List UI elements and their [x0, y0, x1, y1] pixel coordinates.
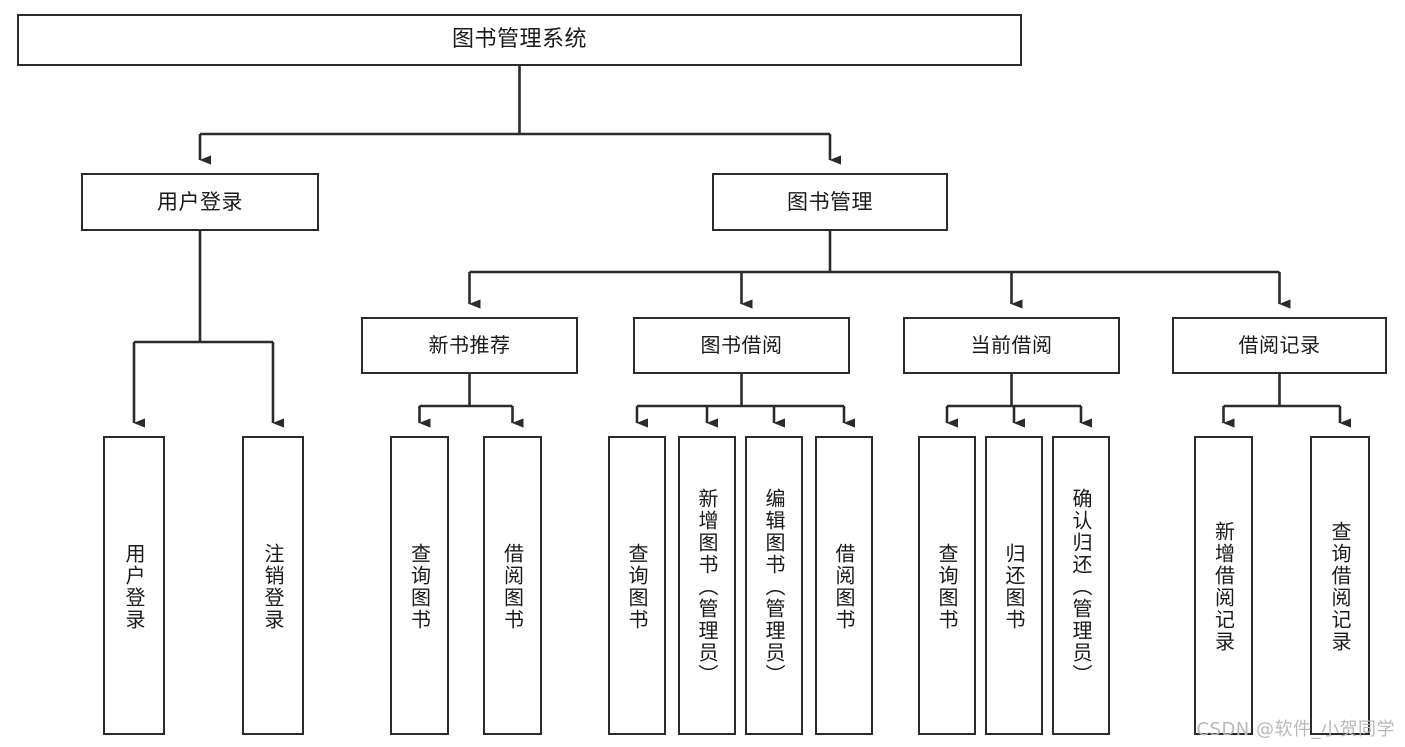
- node-book-manage[interactable]: 图书管理: [712, 173, 948, 231]
- node-leaf-edit-book-label: 编辑图书（管理员）: [762, 487, 786, 686]
- node-leaf-query-book-1[interactable]: 查询图书: [390, 436, 449, 735]
- node-root-label: 图书管理系统: [451, 26, 587, 52]
- node-leaf-query-record[interactable]: 查询借阅记录: [1310, 436, 1370, 735]
- node-borrow-record-label: 借阅记录: [1238, 332, 1321, 357]
- node-book-borrow-label: 图书借阅: [700, 332, 783, 357]
- node-leaf-borrow-book-2[interactable]: 借阅图书: [815, 436, 873, 735]
- node-leaf-query-book-2[interactable]: 查询图书: [608, 436, 666, 735]
- node-leaf-query-book-1-label: 查询图书: [407, 542, 432, 631]
- node-leaf-edit-book[interactable]: 编辑图书（管理员）: [745, 436, 803, 735]
- node-root[interactable]: 图书管理系统: [17, 14, 1022, 66]
- node-leaf-return-book[interactable]: 归还图书: [985, 436, 1043, 735]
- node-leaf-logout[interactable]: 注销登录: [242, 436, 304, 735]
- csdn-watermark: CSDN @软件_小贺同学: [1196, 719, 1395, 740]
- node-leaf-add-record-label: 新增借阅记录: [1211, 520, 1236, 653]
- node-leaf-add-record[interactable]: 新增借阅记录: [1194, 436, 1253, 735]
- node-leaf-query-book-3[interactable]: 查询图书: [918, 436, 976, 735]
- node-leaf-user-login[interactable]: 用户登录: [103, 436, 165, 735]
- node-user-login-label: 用户登录: [157, 189, 243, 214]
- node-leaf-add-book[interactable]: 新增图书（管理员）: [678, 436, 736, 735]
- node-book-borrow[interactable]: 图书借阅: [633, 317, 850, 374]
- node-current-borrow-label: 当前借阅: [970, 332, 1053, 357]
- node-user-login[interactable]: 用户登录: [81, 173, 319, 231]
- node-leaf-borrow-book-1[interactable]: 借阅图书: [483, 436, 542, 735]
- node-current-borrow[interactable]: 当前借阅: [903, 317, 1120, 374]
- node-book-manage-label: 图书管理: [787, 189, 873, 214]
- node-leaf-borrow-book-2-label: 借阅图书: [832, 542, 856, 631]
- node-leaf-add-book-label: 新增图书（管理员）: [695, 487, 719, 686]
- node-leaf-confirm-return[interactable]: 确认归还（管理员）: [1052, 436, 1110, 735]
- node-new-book-rec[interactable]: 新书推荐: [361, 317, 578, 374]
- node-leaf-query-book-2-label: 查询图书: [625, 542, 649, 631]
- node-leaf-return-book-label: 归还图书: [1002, 542, 1026, 631]
- node-leaf-query-book-3-label: 查询图书: [935, 542, 959, 631]
- node-leaf-confirm-return-label: 确认归还（管理员）: [1069, 487, 1093, 686]
- node-leaf-user-login-label: 用户登录: [122, 542, 146, 631]
- node-borrow-record[interactable]: 借阅记录: [1172, 317, 1387, 374]
- node-leaf-logout-label: 注销登录: [261, 542, 285, 631]
- node-leaf-query-record-label: 查询借阅记录: [1328, 520, 1352, 653]
- node-new-book-rec-label: 新书推荐: [428, 332, 511, 357]
- node-leaf-borrow-book-1-label: 借阅图书: [500, 542, 525, 631]
